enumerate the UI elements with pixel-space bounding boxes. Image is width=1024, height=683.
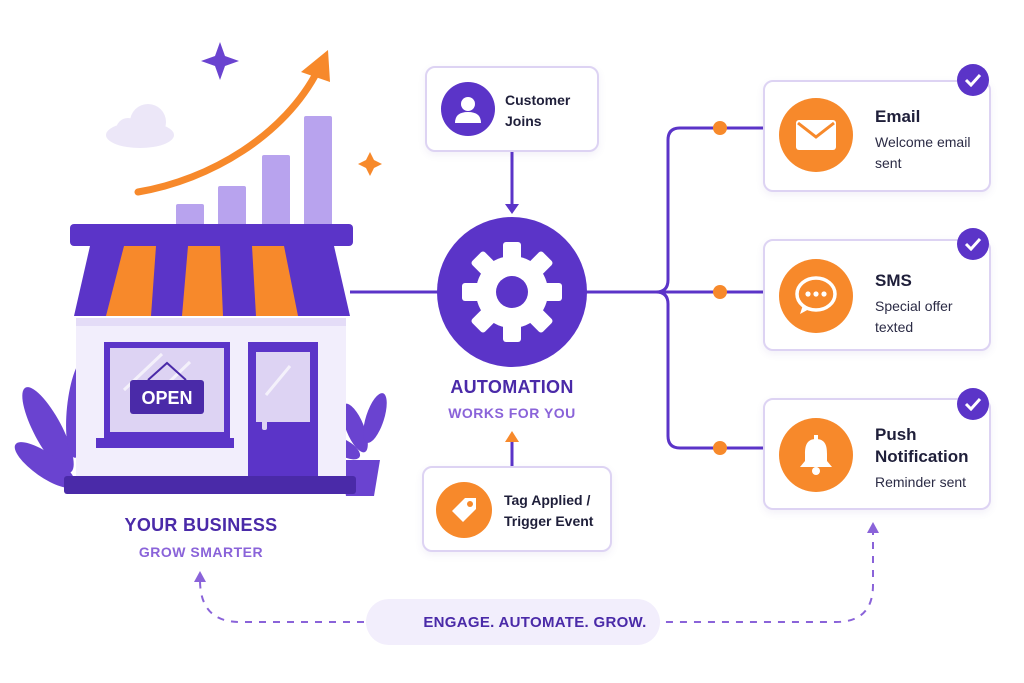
channel-title: Email bbox=[875, 107, 921, 126]
sparkle-small-icon bbox=[358, 152, 382, 176]
dashed-arrow-up-left bbox=[194, 571, 206, 582]
bell-icon bbox=[779, 418, 853, 492]
trigger-card-tag-applied: Tag Applied / Trigger Event bbox=[422, 466, 612, 552]
dashed-loop bbox=[199, 528, 874, 623]
trigger-label-line2: Trigger Event bbox=[504, 513, 594, 529]
trigger-card-customer-joins: Customer Joins bbox=[425, 66, 599, 152]
dashed-arrow-up-right bbox=[867, 522, 879, 533]
channel-sub-line2: texted bbox=[875, 319, 914, 335]
business-title: YOUR BUSINESS bbox=[124, 515, 278, 535]
trigger-label-line1: Tag Applied / bbox=[504, 492, 591, 508]
channel-title: Push bbox=[875, 425, 917, 444]
tag-icon bbox=[436, 482, 492, 538]
tagline-text: ENGAGE. AUTOMATE. GROW. bbox=[423, 613, 647, 631]
business-subtitle: GROW SMARTER bbox=[138, 544, 264, 560]
connector-lines bbox=[350, 126, 764, 466]
channel-sub-line1: Welcome email bbox=[875, 134, 971, 150]
user-icon bbox=[441, 82, 495, 136]
cloud-icon bbox=[106, 104, 174, 148]
growth-bars bbox=[176, 116, 332, 228]
trigger-label-line1: Customer bbox=[505, 92, 571, 108]
connector-dot-push bbox=[713, 441, 727, 455]
arrow-down-into-gear bbox=[505, 204, 519, 214]
channel-card-sms: SMS Special offer texted bbox=[763, 239, 991, 351]
channel-sub-line1: Special offer bbox=[875, 298, 953, 314]
gear-icon bbox=[462, 242, 562, 342]
check-icon bbox=[957, 388, 989, 420]
channel-title-line2: Notification bbox=[875, 447, 969, 466]
automation-title: AUTOMATION bbox=[450, 377, 574, 397]
arrow-up-into-gear bbox=[505, 431, 519, 442]
channel-card-push-notification: Push Notification Reminder sent bbox=[763, 398, 991, 510]
channel-sub-line1: Reminder sent bbox=[875, 474, 967, 490]
growth-arrow-head bbox=[301, 50, 330, 82]
check-icon bbox=[957, 228, 989, 260]
automation-subtitle: WORKS FOR YOU bbox=[448, 405, 576, 421]
check-icon bbox=[957, 64, 989, 96]
growth-arrow bbox=[134, 66, 322, 196]
connector-dot-sms bbox=[713, 285, 727, 299]
trigger-label-line2: Joins bbox=[505, 113, 542, 129]
tagline-pill: ENGAGE. AUTOMATE. GROW. bbox=[366, 599, 660, 645]
chat-bubble-icon bbox=[779, 259, 853, 333]
storefront bbox=[64, 224, 356, 494]
channel-card-email: Email Welcome email sent bbox=[763, 80, 991, 192]
channel-sub-line2: sent bbox=[875, 155, 902, 171]
envelope-icon bbox=[779, 98, 853, 172]
channel-title: SMS bbox=[875, 271, 912, 290]
open-sign-text: OPEN bbox=[141, 388, 192, 408]
sparkle-icon bbox=[201, 42, 239, 80]
connector-dot-email bbox=[713, 121, 727, 135]
